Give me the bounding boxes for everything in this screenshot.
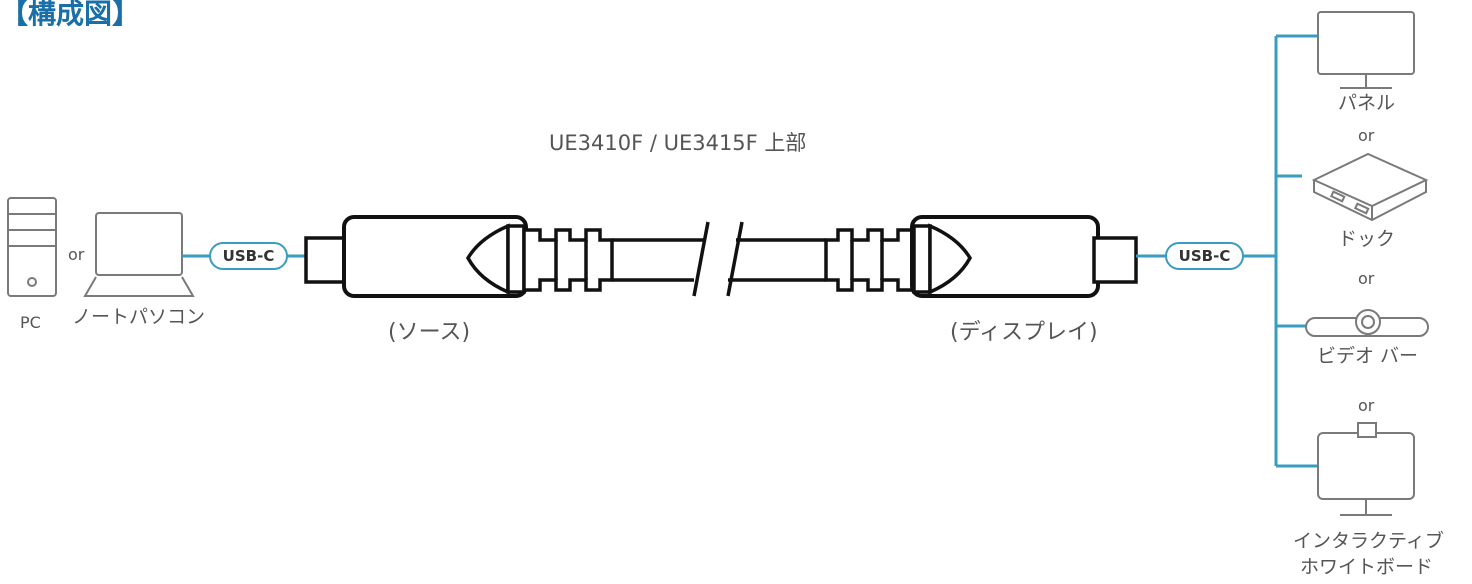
source-end-label: (ソース) bbox=[388, 320, 471, 345]
pc-icon bbox=[7, 197, 57, 297]
dock-label: ドック bbox=[1338, 228, 1396, 250]
diagram-heading: 【構成図】 bbox=[0, 0, 141, 30]
display-plug-tip bbox=[1092, 236, 1138, 284]
source-or-label: or bbox=[68, 245, 85, 264]
whiteboard-label-line1: インタラクティブ bbox=[1293, 530, 1444, 552]
source-strain-relief bbox=[522, 228, 614, 292]
display-end-label: (ディスプレイ) bbox=[950, 320, 1098, 345]
laptop-icon bbox=[83, 212, 195, 297]
video-bar-label: ビデオ バー bbox=[1317, 345, 1419, 367]
display-arrow-shape bbox=[928, 223, 973, 295]
source-usbc-badge: USB-C bbox=[209, 242, 288, 270]
display-usbc-badge: USB-C bbox=[1165, 242, 1244, 270]
panel-icon bbox=[1317, 11, 1415, 89]
main-cable bbox=[612, 238, 826, 282]
whiteboard-icon bbox=[1317, 422, 1415, 516]
laptop-label: ノートパソコン bbox=[72, 306, 206, 328]
video-bar-icon bbox=[1305, 309, 1429, 337]
or-label-1: or bbox=[1358, 126, 1375, 145]
whiteboard-label-line2: ホワイトボード bbox=[1300, 556, 1434, 578]
cable-break-mark bbox=[692, 221, 744, 297]
or-label-3: or bbox=[1358, 396, 1375, 415]
or-label-2: or bbox=[1358, 269, 1375, 288]
panel-label: パネル bbox=[1338, 92, 1396, 114]
product-label: UE3410F / UE3415F 上部 bbox=[549, 131, 807, 155]
dock-icon bbox=[1311, 152, 1429, 222]
source-plug-tip bbox=[304, 236, 350, 284]
pc-label: PC bbox=[20, 313, 41, 332]
display-strain-relief bbox=[824, 228, 916, 292]
